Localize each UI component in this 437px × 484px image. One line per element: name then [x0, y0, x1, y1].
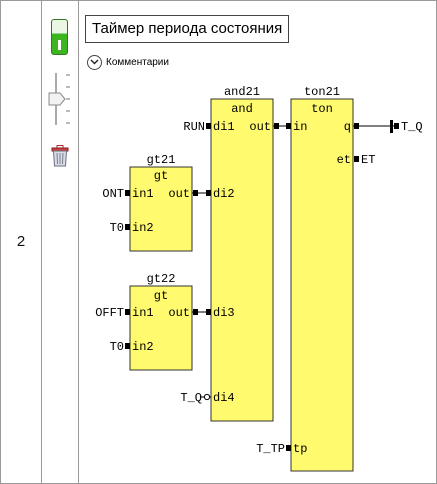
diagram-area: Таймер периода состояния Комментарии and… [79, 1, 436, 483]
and21-pin-di3: di3 [213, 306, 235, 320]
row-number: 2 [16, 233, 26, 250]
comments-toggle[interactable]: Комментарии [87, 53, 169, 71]
block-ton21[interactable] [290, 98, 354, 472]
ton21-pin-et: et [337, 153, 351, 167]
network-title[interactable]: Таймер периода состояния [85, 15, 290, 43]
gt21-type-name: gt [154, 169, 168, 183]
var-t-tp[interactable]: T_TP [256, 442, 285, 456]
ton21-type-name: ton [311, 102, 333, 116]
var-t0-a[interactable]: T0 [110, 221, 124, 235]
toggle-on-icon[interactable] [51, 19, 68, 55]
and21-pin-out: out [249, 120, 271, 134]
var-t0-b[interactable]: T0 [110, 340, 124, 354]
ton21-pin-in: in [293, 120, 307, 134]
var-run[interactable]: RUN [183, 120, 205, 134]
gt22-instance-name: gt22 [147, 272, 176, 286]
gt21-pin-out: out [168, 187, 190, 201]
negation-circle [203, 393, 211, 401]
ton21-pin-q: q [344, 120, 351, 134]
var-et-out[interactable]: ET [361, 153, 375, 167]
fbd-diagram: and21 and ton21 ton gt21 gt gt22 gt di1 … [95, 85, 423, 472]
trash-icon[interactable] [51, 145, 69, 167]
var-t-q-in[interactable]: T_Q [180, 391, 202, 405]
gt21-pin-in1: in1 [132, 187, 154, 201]
var-offt[interactable]: OFFT [95, 306, 124, 320]
pin-connectors [125, 120, 399, 451]
and21-pin-di2: di2 [213, 187, 235, 201]
block-gt21[interactable] [129, 166, 193, 252]
chevron-down-icon[interactable] [87, 54, 102, 70]
gt22-pin-in2: in2 [132, 340, 154, 354]
gt21-instance-name: gt21 [147, 153, 176, 167]
gt22-pin-out: out [168, 306, 190, 320]
gt21-pin-in2: in2 [132, 221, 154, 235]
and21-pin-di1: di1 [213, 120, 235, 134]
comments-label: Комментарии [106, 56, 169, 68]
and21-pin-di4: di4 [213, 391, 235, 405]
slider-icon[interactable] [46, 71, 76, 127]
ton21-pin-tp: tp [293, 442, 307, 456]
gt22-type-name: gt [154, 289, 168, 303]
block-and21[interactable] [210, 98, 274, 422]
and21-type-name: and [231, 102, 253, 116]
var-t-q-out[interactable]: T_Q [401, 120, 423, 134]
var-ont[interactable]: ONT [102, 187, 124, 201]
and21-instance-name: and21 [224, 85, 260, 99]
row-number-cell: 2 [1, 1, 42, 483]
ton21-instance-name: ton21 [304, 85, 340, 99]
block-gt22[interactable] [129, 285, 193, 371]
gt22-pin-in1: in1 [132, 306, 154, 320]
tool-column [42, 1, 79, 483]
